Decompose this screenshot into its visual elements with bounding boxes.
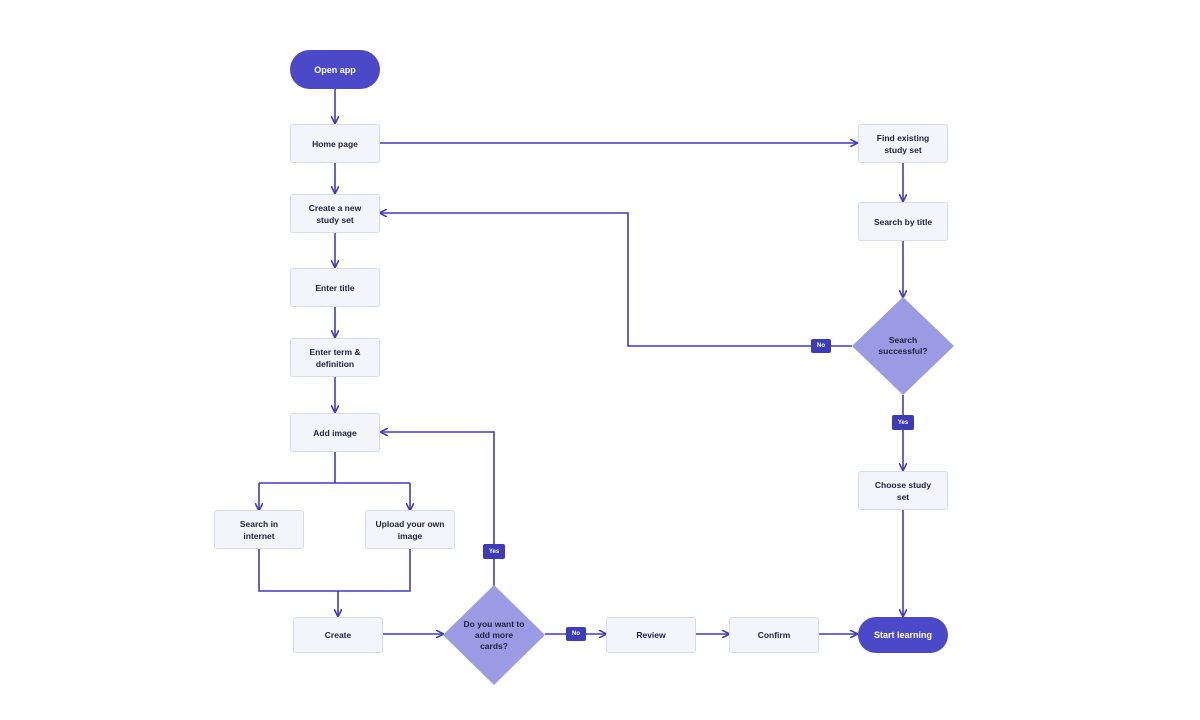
decision-add-more-cards: Do you want to add more cards? [443,585,545,685]
node-enter-title: Enter title [290,268,380,307]
badge-search-no: No [811,339,831,353]
node-label: Choose study set [874,479,932,502]
node-label: Home page [312,138,358,149]
node-search-by-title: Search by title [858,202,948,241]
node-label: Create [324,630,352,640]
node-label: Start learning [873,630,932,640]
decision-label: Do you want to add more cards? [463,618,525,651]
node-enter-term-definition: Enter term & definition [290,338,380,377]
node-label: Confirm [757,630,791,640]
badge-more-cards-yes: Yes [483,544,505,559]
node-label: Create a new study set [308,202,362,225]
node-add-image: Add image [290,413,380,452]
node-label: Enter term & definition [309,346,361,369]
node-confirm: Confirm [729,617,819,653]
node-label: Upload your own image [375,518,445,541]
node-label: Review [636,630,666,640]
node-create-new-study-set: Create a new study set [290,194,380,233]
node-label: Add image [313,427,357,438]
node-choose-study-set: Choose study set [858,471,948,510]
badge-search-yes: Yes [892,415,914,430]
node-create: Create [293,617,383,653]
edge-image-split [259,451,410,484]
node-search-in-internet: Search in internet [214,510,304,549]
decision-label: Search successful? [878,335,928,356]
node-label: Open app [314,64,356,75]
node-home-page: Home page [290,124,380,163]
decision-shape [443,585,545,685]
node-review: Review [606,617,696,653]
decision-search-successful: Search successful? [852,297,954,395]
node-label: Search in internet [239,518,279,541]
decision-shape [852,297,954,395]
start-node-open-app: Open app [290,50,380,89]
edge-decision-yes-loop [381,432,495,586]
edge-merge [258,548,411,592]
badge-more-cards-no: No [566,627,586,641]
edge-search-no-loop [380,213,852,347]
node-label: Search by title [873,216,933,227]
node-label: Enter title [315,282,355,293]
node-label: Find existing study set [876,132,930,155]
end-node-start-learning: Start learning [858,617,948,653]
node-upload-own-image: Upload your own image [365,510,455,549]
node-find-existing-study-set: Find existing study set [858,124,948,163]
